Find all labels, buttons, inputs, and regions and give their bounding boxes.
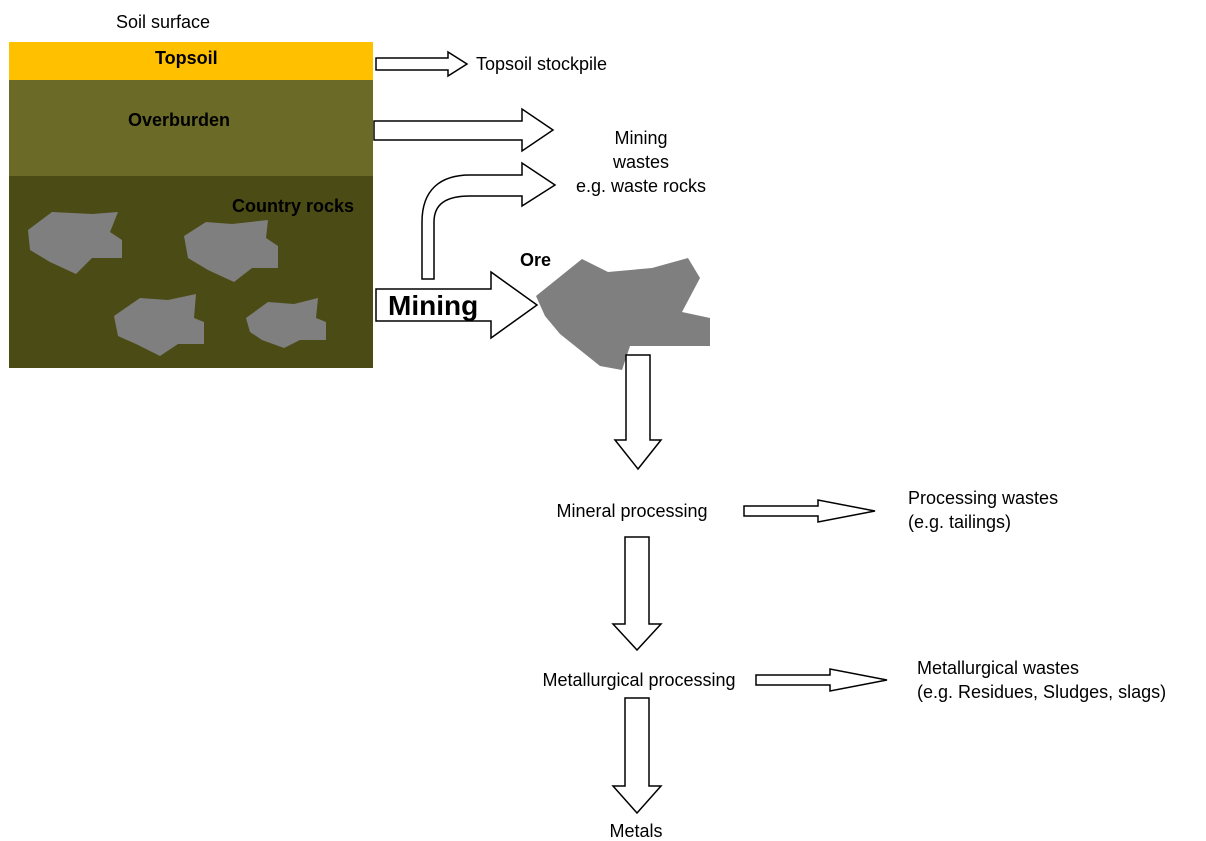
country-rocks-label: Country rocks [232, 196, 354, 216]
waste-rock-4 [246, 298, 326, 348]
mining-wastes-line1: Mining [614, 128, 667, 148]
overburden-arrow [373, 107, 555, 153]
overburden-label: Overburden [128, 110, 230, 130]
mining-arrow [375, 270, 539, 340]
waste-rock-1 [28, 212, 122, 274]
topsoil-label: Topsoil [155, 48, 218, 68]
topsoil-layer [9, 42, 373, 80]
metallurgical-wastes-line2: (e.g. Residues, Sludges, slags) [917, 682, 1166, 702]
processing-wastes-arrow [743, 499, 876, 523]
country-rocks-curved-arrow [421, 161, 557, 280]
metallurgical-wastes-line1: Metallurgical wastes [917, 658, 1079, 678]
waste-rock-2 [184, 220, 278, 282]
topsoil-arrow [375, 50, 469, 78]
processing-wastes-line2: (e.g. tailings) [908, 512, 1011, 532]
mineral-processing-label: Mineral processing [556, 501, 707, 521]
mining-wastes-line3: e.g. waste rocks [576, 176, 706, 196]
processing-wastes-line1: Processing wastes [908, 488, 1058, 508]
ore-body [536, 258, 710, 370]
metallurgical-processing-label: Metallurgical processing [542, 670, 735, 690]
soil-surface-label: Soil surface [116, 12, 210, 32]
metallurgical-wastes-arrow [755, 668, 888, 692]
metals-label: Metals [609, 821, 662, 841]
metals-down-arrow [611, 697, 663, 815]
overburden-layer [9, 80, 373, 176]
mining-label: Mining [388, 290, 478, 321]
waste-rock-3 [114, 294, 204, 356]
ore-label: Ore [520, 250, 551, 270]
ore-down-arrow [613, 354, 663, 471]
mining-wastes-line2: wastes [612, 152, 669, 172]
mineral-down-arrow [611, 536, 663, 652]
topsoil-stockpile-label: Topsoil stockpile [476, 54, 607, 74]
